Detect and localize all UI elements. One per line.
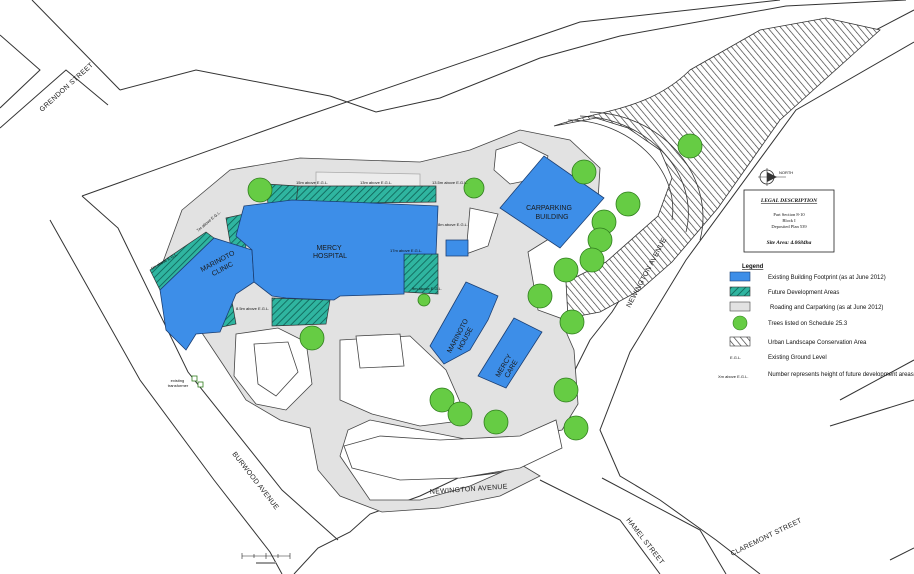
tree xyxy=(447,401,473,427)
tree xyxy=(527,283,553,309)
legend-label: Existing Ground Level xyxy=(768,355,827,361)
tree xyxy=(553,377,579,403)
tree xyxy=(563,415,589,441)
conservation-curves xyxy=(567,111,704,241)
conservation-area xyxy=(553,17,881,319)
tree xyxy=(247,177,273,203)
mercy-hospital-footprint xyxy=(235,199,439,301)
legal-line: Deposited Plan 539 xyxy=(771,224,807,229)
building-label-mercy-hospital: MERCY HOSPITAL xyxy=(313,245,347,260)
tree xyxy=(579,247,605,273)
legal-description-box: LEGAL DESCRIPTION Part Section 8-10 Bloc… xyxy=(743,189,835,253)
marinoto-house-footprint xyxy=(429,281,499,365)
height-label: 8.5m above E.G.L. xyxy=(236,306,269,311)
legend-label: Existing Building Footprint (as at June … xyxy=(768,275,886,281)
tree xyxy=(553,257,579,283)
legal-title: LEGAL DESCRIPTION xyxy=(760,198,818,204)
legal-line: Block I xyxy=(782,218,796,223)
north-arrow: NORTH xyxy=(758,168,793,186)
legend-swatch-tree xyxy=(732,315,748,331)
existing-buildings xyxy=(159,155,605,389)
scale-bar xyxy=(241,553,291,564)
legend-label: Urban Landscape Conservation Area xyxy=(768,340,867,346)
tree xyxy=(677,133,703,159)
trees xyxy=(247,133,703,441)
legend-symbol-egl: E.G.L. xyxy=(730,355,741,360)
legend: Legend Existing Building Footprint (as a… xyxy=(718,264,914,379)
mercy-care-footprint xyxy=(477,317,543,389)
north-label: NORTH xyxy=(779,170,793,175)
tree xyxy=(559,309,585,335)
carparking-building-footprint xyxy=(499,155,605,249)
tree xyxy=(463,177,485,199)
small-building xyxy=(445,239,469,257)
legend-swatch-existing xyxy=(729,271,751,282)
legal-line: Part Section 8-10 xyxy=(773,212,805,217)
street-label-burwood: BURWOOD AVENUE xyxy=(230,451,279,511)
tree xyxy=(299,325,325,351)
legend-swatch-future xyxy=(729,286,751,297)
site-area: Site Area: 4.0684ha xyxy=(767,240,812,246)
legend-symbol-height: Xm above E.G.L. xyxy=(718,374,748,379)
transformer-symbol xyxy=(191,375,204,388)
height-label: 13m above E.G.L. xyxy=(360,180,392,185)
street-label-hamel: HAMEL STREET xyxy=(624,517,665,567)
tree xyxy=(417,293,431,307)
height-label: 9m above E.G.L. xyxy=(412,286,442,291)
height-label: 17m above E.G.L. xyxy=(390,248,422,253)
legend-label: Trees listed on Schedule 25.3 xyxy=(768,321,848,327)
legend-swatch-roading xyxy=(729,301,751,312)
legend-label: Roading and Carparking (as at June 2012) xyxy=(770,305,883,311)
tree xyxy=(615,191,641,217)
street-label-claremont: CLAREMONT STREET xyxy=(730,517,804,558)
legend-swatch-conservation xyxy=(729,336,751,347)
building-label-carparking: CARPARKING BUILDING xyxy=(526,205,574,221)
height-label: 8m above E.G.L. xyxy=(438,222,468,227)
tree xyxy=(429,387,455,413)
height-label: 15m above E.G.L. xyxy=(296,180,328,185)
legend-label: Future Development Areas xyxy=(768,290,839,296)
marinoto-clinic-footprint xyxy=(159,237,255,351)
legend-title: Legend xyxy=(742,264,764,270)
height-label: 13.5m above E.G.L. xyxy=(432,180,468,185)
tree xyxy=(571,159,597,185)
transformer-label: existing transformer xyxy=(168,378,189,388)
tree xyxy=(483,409,509,435)
legend-label: Number represents height of future devel… xyxy=(768,372,914,378)
